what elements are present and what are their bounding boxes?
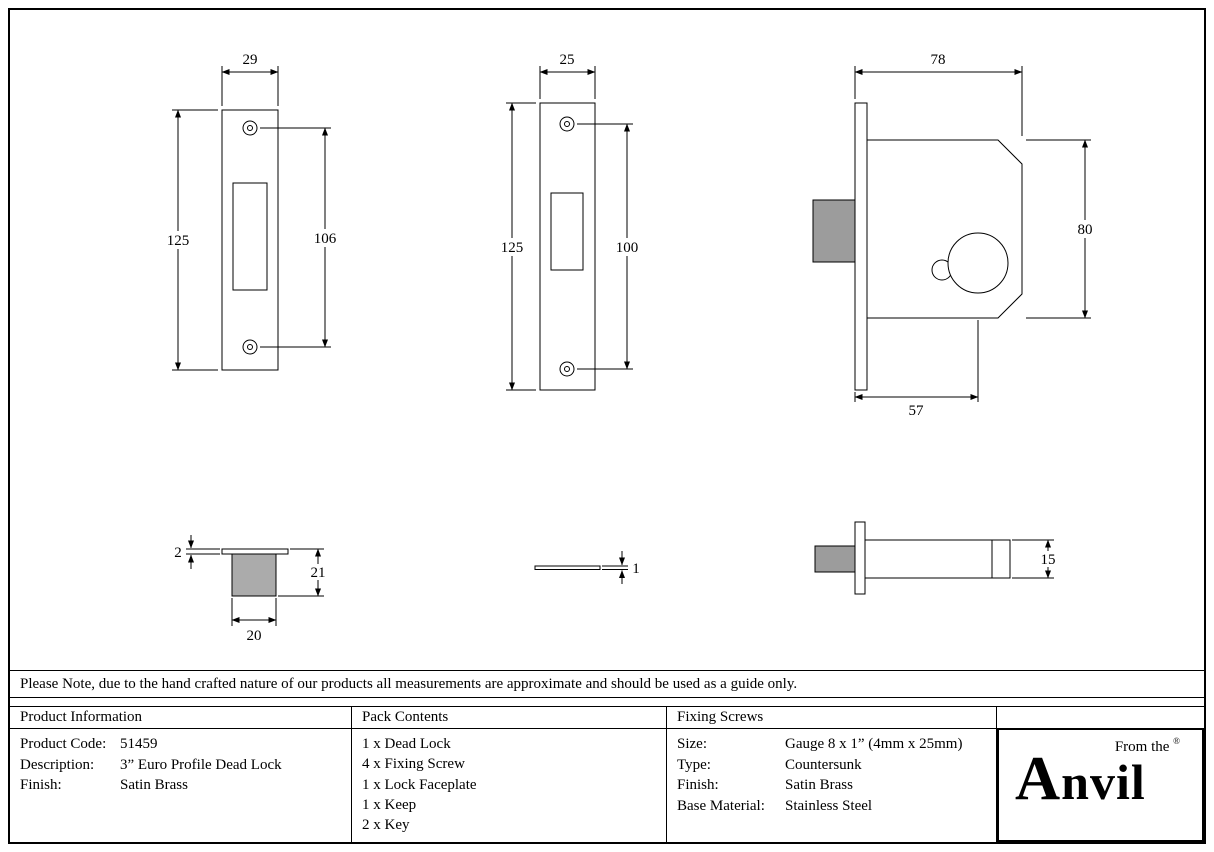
pack-item: 1 x Lock Faceplate [362,776,477,793]
approximate-measurements-note: Please Note, due to the hand crafted nat… [10,670,1204,698]
logo-tagline-text: From the [1114,739,1170,755]
lock-body-edge-drawing: 15 [814,521,1061,595]
product-code-row: Product Code: 51459 [20,734,351,755]
product-information-header: Product Information [10,707,351,729]
logo-wordmark: Anvil [1015,743,1146,813]
screw-hole-bottom-icon [242,339,258,355]
keep-box-profile-drawing: 2 21 20 [174,535,332,644]
faceplate-edge [534,565,601,570]
screw-hole-top-center-icon [247,125,253,131]
dim-faceplate-hole-spacing: 106 [314,231,337,247]
dim-lock-body-depth: 78 [931,52,946,68]
screw-finish-row: Finish: Satin Brass [677,775,996,796]
pack-item: 1 x Keep [362,796,417,813]
euro-cylinder-hole [947,232,1009,294]
screw-type-row: Type: Countersunk [677,755,996,776]
screw-finish-value: Satin Brass [785,777,853,793]
faceplate-edge-drawing: 1 [534,551,640,584]
lock-case-edge [864,539,1011,579]
screw-hole-top-center-icon [564,121,570,127]
dim-keep-plate-width: 25 [560,52,575,68]
dim-faceplate-width: 29 [243,52,258,68]
keep-plate-front-drawing: 25 125 100 [497,52,642,391]
forend-edge [854,521,866,595]
screw-type-value: Countersunk [785,756,862,773]
screw-type-label: Type: [677,756,711,773]
base-material-row: Base Material: Stainless Steel [677,796,996,817]
finish-label: Finish: [20,777,62,793]
forend [854,102,868,391]
lock-case [866,139,1023,319]
screw-size-value: Gauge 8 x 1” (4mm x 25mm) [785,736,963,752]
sheet-border: 29 125 106 25 [8,8,1206,844]
pack-contents-header: Pack Contents [352,707,666,729]
fixing-screws-section: Fixing Screws Size: Gauge 8 x 1” (4mm x … [667,707,997,842]
pack-item: 2 x Key [362,817,410,834]
description-row: Description: 3” Euro Profile Dead Lock [20,755,351,776]
lock-faceplate-front-drawing: 29 125 106 [163,52,340,371]
screw-finish-label: Finish: [677,777,719,793]
pack-item: 1 x Dead Lock [362,736,451,752]
dim-keep-plate-hole-spacing: 100 [616,240,639,256]
pack-item: 4 x Fixing Screw [362,756,465,773]
screw-size-row: Size: Gauge 8 x 1” (4mm x 25mm) [677,734,996,755]
screw-hole-bottom-icon [559,361,575,377]
finish-row: Finish: Satin Brass [20,775,351,796]
screw-hole-bottom-center-icon [247,344,253,350]
dim-lock-case-thickness: 15 [1041,552,1056,568]
product-code-label: Product Code: [20,736,107,752]
technical-drawings: 29 125 106 25 [163,52,1099,644]
dim-keep-box-height: 21 [311,565,326,581]
lock-body-front-drawing: 78 80 57 [812,52,1099,419]
screw-hole-bottom-center-icon [564,366,570,372]
logo-tagline: From the ® [999,730,1202,755]
screw-hole-top-icon [559,116,575,132]
base-material-label: Base Material: [677,797,765,814]
spec-table: Product Information Product Code: 51459 … [10,706,1204,842]
finish-value: Satin Brass [120,777,188,793]
brand-section: From the ® Anvil [997,707,1204,842]
dim-keep-plate-height: 125 [501,240,524,256]
deadbolt-edge [814,545,856,573]
dim-faceplate-thickness: 1 [632,561,640,577]
screw-hole-top-icon [242,120,258,136]
keep-flange [221,548,289,555]
dim-lock-body-height: 80 [1078,222,1093,238]
registered-trademark-icon: ® [1173,736,1180,746]
keep-cutout [550,192,584,271]
screw-size-label: Size: [677,736,707,752]
dim-keep-lip: 2 [174,545,182,561]
from-the-anvil-logo: From the ® Anvil [997,728,1204,842]
description-label: Description: [20,756,95,773]
pack-contents-section: Pack Contents 1 x Dead Lock 4 x Fixing S… [352,707,667,842]
keep-box [231,553,277,597]
dim-lock-backset: 57 [909,403,925,419]
description-value: 3” Euro Profile Dead Lock [120,756,282,773]
dim-faceplate-height: 125 [167,233,190,249]
product-code-value: 51459 [120,736,158,752]
fixing-screws-header: Fixing Screws [667,707,996,729]
base-material-value: Stainless Steel [785,797,873,814]
product-information-section: Product Information Product Code: 51459 … [10,707,352,842]
bolt-cutout [232,182,268,291]
deadbolt [812,199,856,263]
dim-keep-box-width: 20 [247,628,262,644]
